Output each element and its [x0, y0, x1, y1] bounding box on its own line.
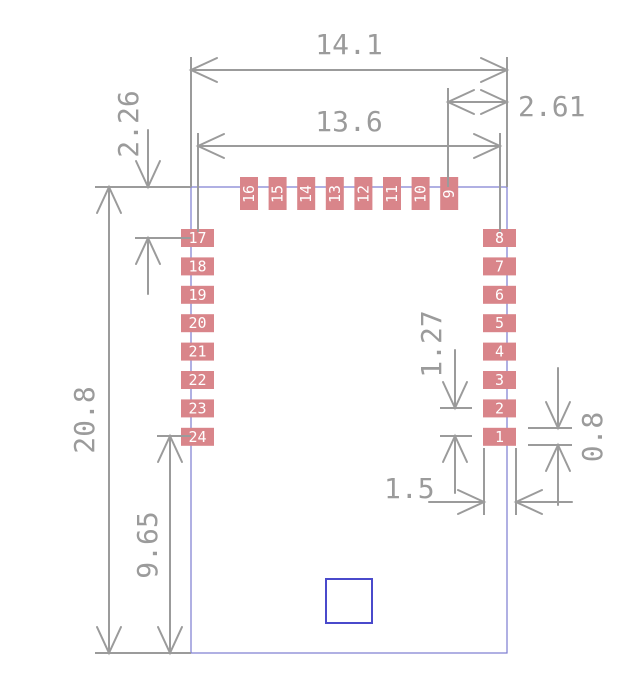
pad-3: 3 [483, 371, 516, 389]
pad-label: 20 [188, 314, 206, 332]
dimension-pitch-label: 1.27 [415, 310, 448, 377]
dimension-right-offset: 2.61 [445, 88, 585, 187]
pad-5: 5 [483, 314, 516, 333]
pad-16: 16 [240, 177, 258, 210]
pad-label: 10 [412, 185, 430, 203]
pad-label: 13 [326, 185, 344, 203]
pad-row-top: 16 15 14 13 12 11 10 9 [240, 177, 459, 210]
pad-label: 2 [495, 399, 504, 417]
pad-14: 14 [297, 177, 316, 210]
dimension-overall-width: 14.1 [188, 28, 510, 187]
pad-label: 24 [188, 428, 206, 446]
dimension-overall-height-label: 20.8 [68, 386, 101, 453]
dimension-pad-span: 13.6 [195, 105, 503, 232]
pad-label: 1 [495, 428, 504, 446]
pad-2: 2 [483, 399, 516, 418]
pad-19: 19 [181, 285, 214, 304]
dimension-lower-height: 9.65 [131, 433, 191, 656]
pad-label: 11 [383, 185, 401, 203]
dimension-right-offset-label: 2.61 [518, 90, 585, 123]
pad-label: 4 [495, 343, 504, 361]
pad-label: 5 [495, 314, 504, 332]
pad-column-left: 17 18 19 20 21 22 23 24 [181, 229, 214, 446]
pad-24: 24 [181, 427, 214, 446]
pad-11: 11 [383, 177, 401, 210]
pad-label: 9 [440, 189, 458, 198]
pad-4: 4 [483, 342, 516, 361]
dimension-pad-height: 0.8 [528, 367, 609, 506]
dimension-pad-width: 1.5 [384, 448, 573, 515]
pad-8: 8 [483, 229, 516, 247]
pad-10: 10 [411, 177, 430, 210]
pad-label: 8 [495, 229, 504, 247]
dimension-pad-width-label: 1.5 [384, 472, 435, 505]
fiducial-square [325, 578, 373, 624]
pad-label: 18 [188, 257, 206, 275]
pad-label: 12 [354, 185, 372, 203]
pad-label: 6 [495, 286, 504, 304]
pad-12: 12 [354, 177, 373, 210]
pad-21: 21 [181, 342, 214, 361]
pad-23: 23 [181, 399, 214, 418]
pad-label: 7 [495, 257, 504, 275]
pad-17: 17 [181, 229, 214, 247]
pad-label: 3 [495, 371, 504, 389]
dimension-overall-height: 20.8 [68, 184, 191, 656]
dimension-lower-height-label: 9.65 [131, 511, 164, 578]
pad-label: 23 [188, 399, 206, 417]
pad-20: 20 [181, 314, 214, 333]
pad-label: 19 [188, 286, 206, 304]
pad-9: 9 [440, 177, 459, 210]
pad-15: 15 [268, 177, 287, 210]
dimension-pitch: 1.27 [415, 310, 472, 494]
pad-22: 22 [181, 371, 214, 389]
dimension-top-offset: 2.26 [95, 90, 191, 295]
dimension-top-offset-label: 2.26 [112, 90, 145, 157]
pad-13: 13 [325, 177, 344, 210]
pad-6: 6 [483, 285, 516, 304]
pad-18: 18 [181, 257, 214, 276]
module-outline [190, 186, 508, 654]
pad-7: 7 [483, 257, 516, 276]
pad-label: 15 [269, 185, 287, 203]
pad-label: 14 [297, 185, 315, 203]
dimension-pad-span-label: 13.6 [315, 105, 382, 138]
pad-label: 22 [188, 371, 206, 389]
pad-column-right: 8 7 6 5 4 3 2 1 [483, 229, 516, 446]
dimension-overall-width-label: 14.1 [315, 28, 382, 61]
pad-label: 21 [188, 343, 206, 361]
pad-label: 17 [188, 229, 206, 247]
dimension-pad-height-label: 0.8 [576, 412, 609, 463]
pad-label: 16 [240, 185, 258, 203]
pad-1: 1 [483, 427, 516, 446]
